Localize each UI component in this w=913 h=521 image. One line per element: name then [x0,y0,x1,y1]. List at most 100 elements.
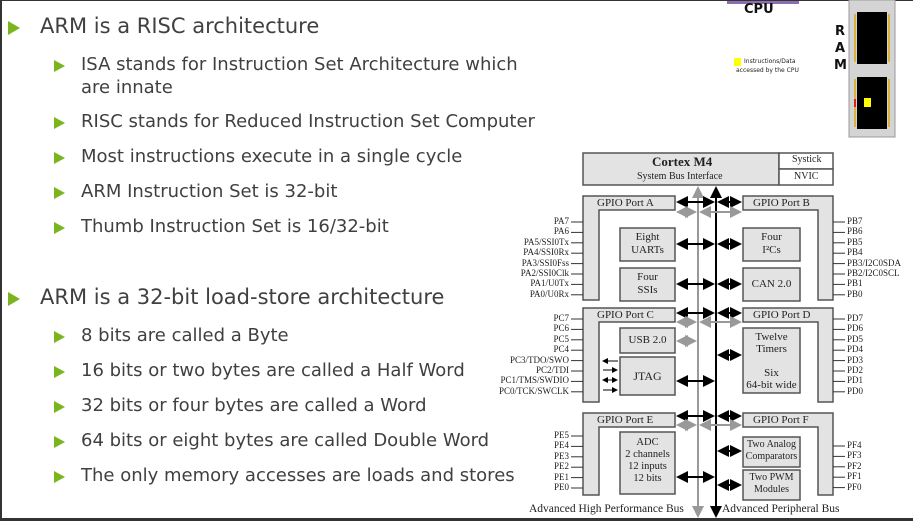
bullet-triangle-icon [54,436,65,448]
cpu-chip-edge [727,1,799,4]
pin-label: PF3 [847,450,862,461]
timers-label: Twelve Timers Six 64-bit wide [743,331,800,391]
pwm-line2: Modules [754,484,789,495]
pin-label: PA5/SSI0Tx [523,236,569,247]
port-f-shape [742,412,834,496]
adc-line1: ADC [636,437,659,448]
ssis-line1: Four [637,271,658,283]
uarts-box [619,227,676,262]
pin-label: PA0/U0Rx [529,288,569,299]
pin-label: PE5 [553,430,569,440]
jtag-label: JTAG [633,369,662,383]
pin-label: PD4 [847,344,864,355]
uarts-label: Eight UARTs [620,231,675,257]
bullet-triangle-icon [54,366,65,378]
ssis-box [619,267,676,302]
port-f-label: GPIO Port F [753,414,809,426]
pin-label: PC6 [553,323,569,334]
pin-label: PB7 [847,216,863,226]
bullet-triangle-icon [54,471,65,483]
legend-text-line2: accessed by the CPU [736,67,799,74]
pin-label: PA2/SSI0Clk [520,268,569,278]
systick-label: Systick [792,154,822,165]
comparators-line2: Comparators [745,451,798,462]
pin-label: PF0 [847,481,862,492]
pin-label: PA7 [553,216,569,226]
ram-label-m: M [834,58,847,73]
apb-label: Advanced Peripheral Bus [722,503,840,515]
cpu-label: CPU [744,2,774,17]
port-d-shape [742,307,834,403]
jtag-pin-arrows [602,358,618,393]
pin-label: PD7 [847,313,864,323]
pin-label: PB1 [847,278,863,289]
bus-arrows [676,196,742,491]
port-b-label: GPIO Port B [753,197,810,209]
uarts-line2: UARTs [631,244,664,256]
pin-label: PE0 [553,482,569,492]
bullet-item-continued: are innate [81,77,173,98]
pwm-line1: Two PWM [749,472,794,483]
bullet-item: ARM Instruction Set is 32-bit [81,181,338,202]
comparators-box [742,436,801,468]
bullet-item: RISC stands for Reduced Instruction Set … [81,111,535,132]
legend-swatch [734,58,741,66]
timers-spacer [743,355,800,367]
pwm-label: Two PWM Modules [743,472,800,496]
pin-label: PC3/TDO/SWO [509,354,569,365]
port-c-shape [582,307,676,403]
pin-label: PC2/TDI [535,365,569,375]
bullet-triangle-icon [54,152,65,164]
pin-label: PD5 [847,333,864,344]
pin-label: PC7 [553,313,569,323]
port-a-shape [582,195,676,301]
pin-label: PF4 [847,440,862,450]
pin-label: PC5 [553,333,569,344]
core-subtitle: System Bus Interface [637,171,723,182]
jtag-box [619,356,676,396]
pin-label: PD0 [847,385,864,396]
port-c-label: GPIO Port C [597,309,654,321]
bullet-item: Thumb Instruction Set is 16/32-bit [81,216,389,237]
section-heading: ARM is a 32-bit load-store architecture [40,285,445,309]
ram-label-r: R [835,24,846,39]
pin-label: PC4 [553,344,569,355]
ram-chip-top [857,12,887,64]
bullet-triangle-icon [8,21,20,35]
ram-module-graphic [848,0,896,138]
port-a-label: GPIO Port A [597,197,654,209]
pin-label: PB3/I2C0SDA [847,257,902,268]
ram-access-pointer [854,99,856,107]
pin-label: PB0 [847,288,863,299]
ahb-label: Advanced High Performance Bus [529,503,684,515]
adc-label: ADC 2 channels 12 inputs 12 bits [620,437,675,485]
i2cs-line2: I²Cs [762,244,781,256]
pin-stubs [571,221,845,489]
timers-line5: 64-bit wide [746,379,797,391]
adc-line2: 2 channels [625,449,670,460]
pin-label: PE4 [553,440,569,451]
pin-label: PB4 [847,247,863,258]
bullet-item: ISA stands for Instruction Set Architect… [81,54,518,75]
timers-line2: Timers [756,343,787,355]
adc-line4: 12 bits [633,473,662,484]
timers-line1: Twelve [755,331,788,343]
pin-label: PF1 [847,471,862,482]
ram-label-a: A [835,41,846,56]
can-box [742,267,801,302]
timers-line4: Six [764,367,779,379]
ram-accessed-marker [864,98,871,107]
port-b-shape [742,195,834,301]
pin-label: PE2 [553,461,569,472]
section-heading: ARM is a RISC architecture [40,14,320,38]
bullet-triangle-icon [54,222,65,234]
pin-label: PE1 [553,471,569,482]
bullet-item: The only memory accesses are loads and s… [81,465,515,486]
pwm-box [742,469,801,501]
bullet-triangle-icon [54,60,65,72]
usb-label: USB 2.0 [628,334,667,346]
pin-label: PB2/I2C0SCL [847,268,900,278]
pin-label: PB5 [847,236,863,247]
pin-label: PE3 [553,450,569,461]
